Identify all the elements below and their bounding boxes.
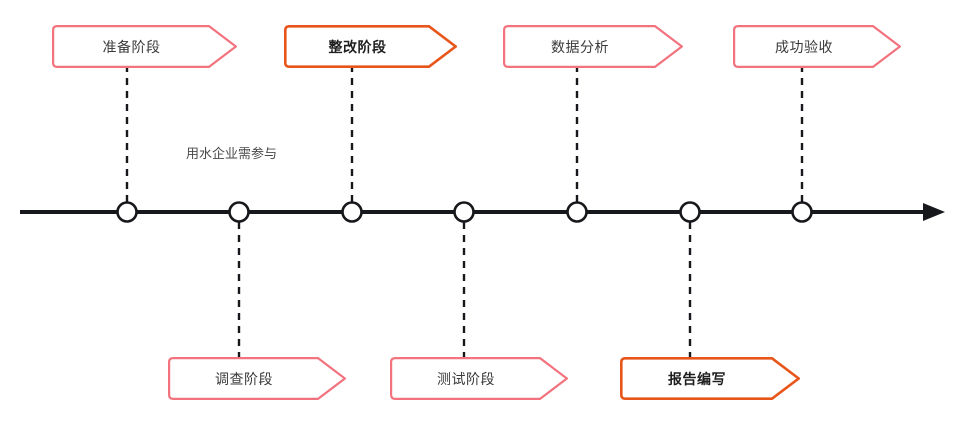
phase-banner-label-1: 准备阶段 bbox=[102, 38, 161, 55]
phase-banner-4[interactable]: 测试阶段 bbox=[390, 357, 568, 400]
phase-banner-shape-7 bbox=[733, 25, 901, 68]
connectors-layer bbox=[125, 68, 804, 357]
annotation-text-1: 用水企业需参与 bbox=[186, 146, 278, 161]
phase-banner-outline-5 bbox=[503, 25, 683, 68]
phase-banner-5[interactable]: 数据分析 bbox=[503, 25, 683, 68]
phase-banner-shape-5 bbox=[503, 25, 683, 68]
phase-banner-outline-7 bbox=[733, 25, 901, 68]
phase-banner-2[interactable]: 调查阶段 bbox=[168, 357, 346, 400]
timeline-node-4[interactable] bbox=[453, 201, 475, 223]
timeline-arrowhead-icon bbox=[923, 203, 945, 221]
phase-banner-shape-4 bbox=[390, 357, 568, 400]
phase-banner-label-4: 测试阶段 bbox=[437, 370, 495, 387]
phase-banner-label-2: 调查阶段 bbox=[215, 370, 273, 387]
phase-banner-shape-6 bbox=[620, 357, 800, 400]
timeline-node-5[interactable] bbox=[566, 201, 588, 223]
phase-banner-outline-6 bbox=[620, 357, 800, 400]
phase-banner-label-5: 数据分析 bbox=[551, 38, 609, 55]
phase-banner-label-3: 整改阶段 bbox=[328, 38, 387, 55]
timeline-node-2[interactable] bbox=[228, 201, 250, 223]
phase-banner-outline-3 bbox=[284, 25, 457, 68]
timeline-node-3[interactable] bbox=[341, 201, 363, 223]
phase-banner-3[interactable]: 整改阶段 bbox=[284, 25, 457, 68]
timeline-node-7[interactable] bbox=[791, 201, 813, 223]
timeline-node-1[interactable] bbox=[116, 201, 138, 223]
phase-banner-6[interactable]: 报告编写 bbox=[620, 357, 800, 400]
phase-banner-shape-1 bbox=[52, 25, 237, 68]
phase-banner-label-7: 成功验收 bbox=[775, 38, 833, 55]
timeline-node-6[interactable] bbox=[679, 201, 701, 223]
phase-banner-7[interactable]: 成功验收 bbox=[733, 25, 901, 68]
nodes-layer bbox=[116, 201, 813, 223]
phase-banner-shape-2 bbox=[168, 357, 346, 400]
phase-banner-1[interactable]: 准备阶段 bbox=[52, 25, 237, 68]
phase-banner-outline-1 bbox=[52, 25, 237, 68]
phase-banner-label-6: 报告编写 bbox=[668, 370, 726, 387]
phase-banner-outline-2 bbox=[168, 357, 346, 400]
phase-banner-outline-4 bbox=[390, 357, 568, 400]
phase-banner-shape-3 bbox=[284, 25, 457, 68]
